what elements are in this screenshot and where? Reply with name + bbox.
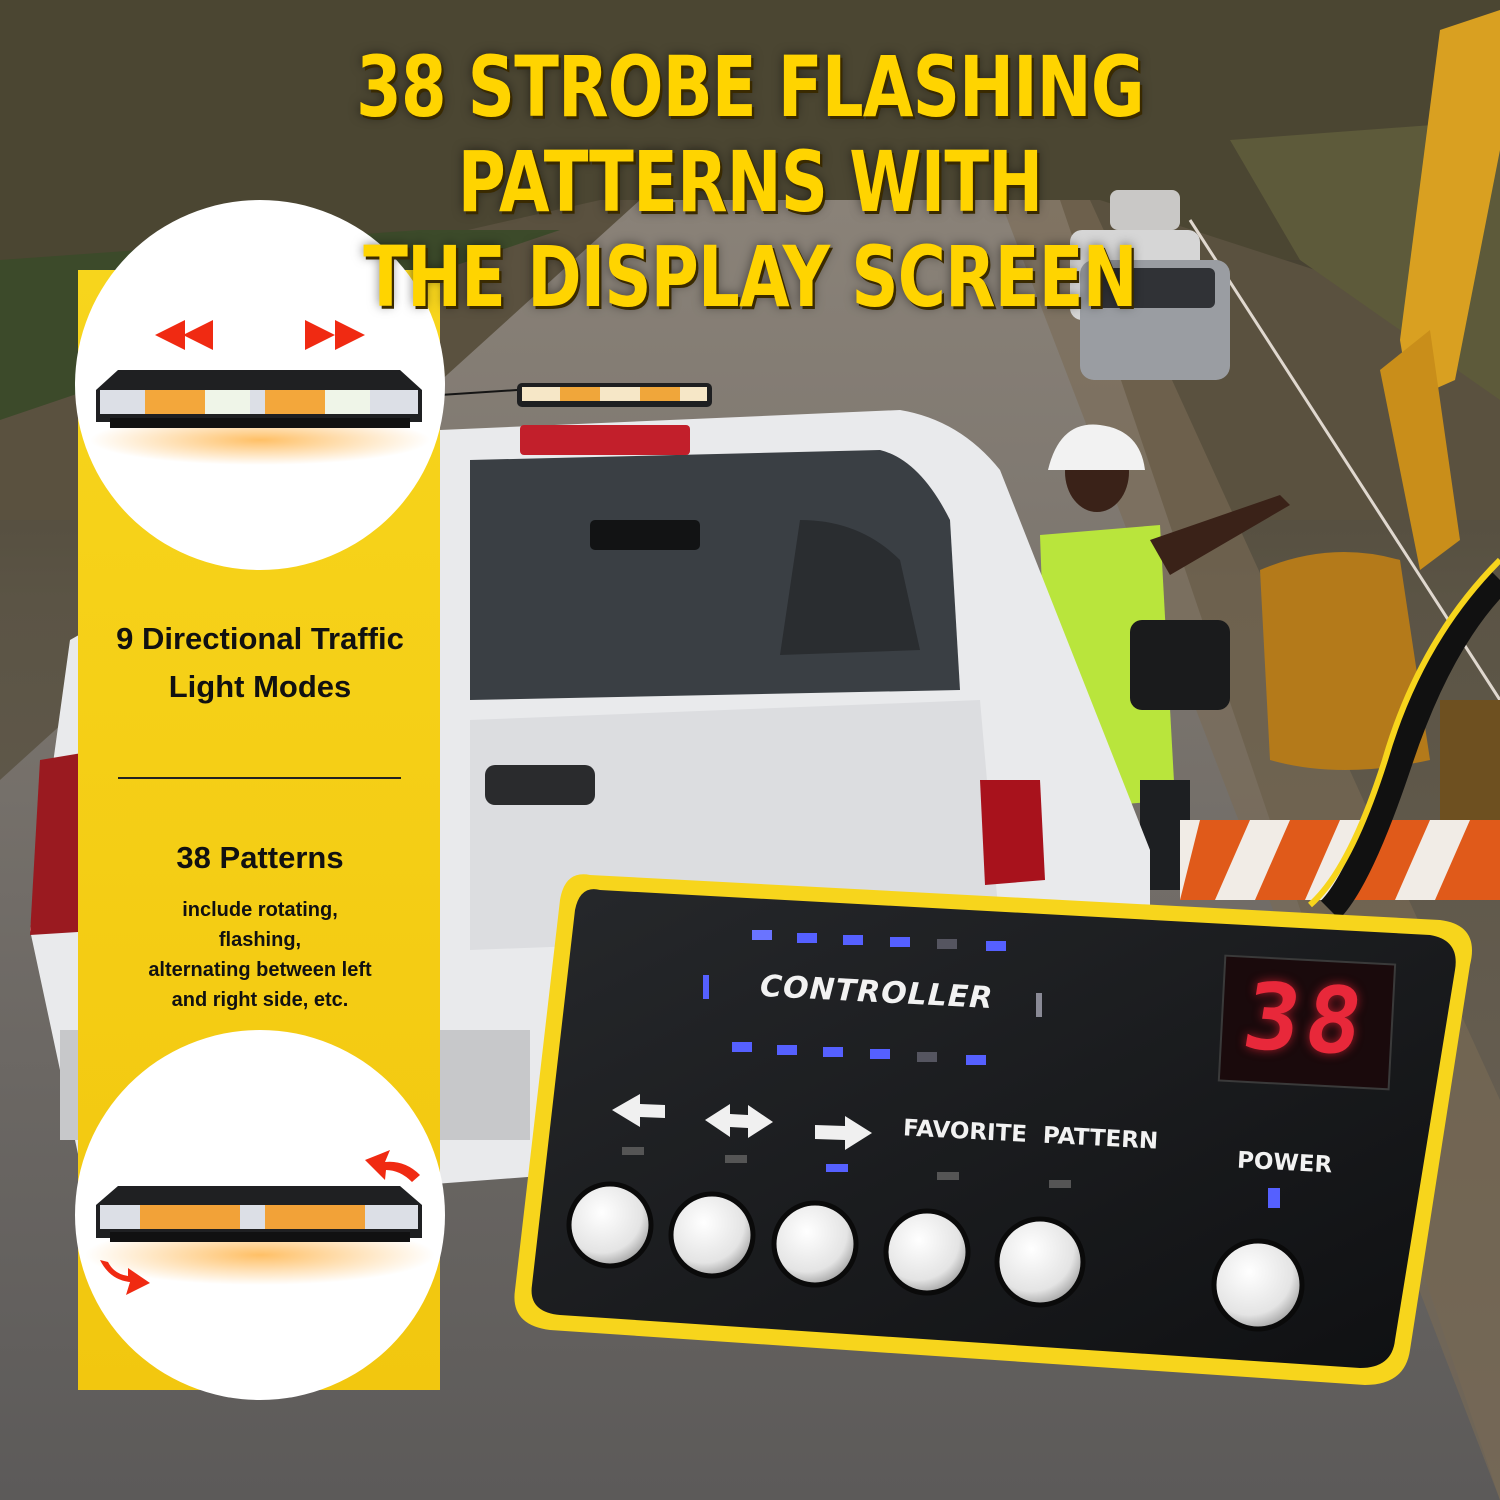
pattern-number-display: 38 [1236, 963, 1376, 1076]
patterns-desc-line-3: alternating between left [148, 959, 372, 981]
excavator [1260, 10, 1500, 830]
arrow-left-double-icon [155, 320, 213, 350]
power-label: POWER [1236, 1147, 1333, 1179]
bottom-lightbar-image [75, 1030, 445, 1400]
led-row-top [752, 930, 1006, 951]
patterns-description: include rotating, flashing, alternating … [80, 895, 440, 1015]
headline: 38 STROBE FLASHING PATTERNS WITH THE DIS… [165, 40, 1335, 325]
road-worker [1040, 424, 1290, 890]
power-button[interactable] [1211, 1238, 1305, 1332]
roof-light-bar [439, 383, 712, 407]
favorite-button-1[interactable] [883, 1208, 971, 1296]
right-arrow-button[interactable] [771, 1200, 859, 1288]
top-lightbar-image [75, 200, 445, 570]
left-arrow-button[interactable] [566, 1181, 654, 1269]
both-arrows-button[interactable] [668, 1191, 756, 1279]
button-indicators [622, 1147, 1280, 1208]
led-side-right [1036, 993, 1042, 1017]
curved-arrow-up-left-icon [365, 1150, 420, 1182]
arrow-right-double-icon [305, 320, 365, 350]
favorite-button-2[interactable] [994, 1216, 1086, 1308]
display-screen [1217, 954, 1397, 1091]
controller-cable [1320, 570, 1500, 920]
modes-line-2: Light Modes [168, 669, 352, 704]
modes-line-1: 9 Directional Traffic [116, 621, 404, 656]
led-row-bottom [732, 1042, 986, 1065]
headline-line-1: 38 STROBE FLASHING PATTERNS WITH [356, 38, 1145, 231]
arrow-right-icon [815, 1116, 872, 1150]
patterns-desc-line-1: include rotating, [182, 899, 338, 921]
arrow-left-icon [612, 1094, 665, 1127]
patterns-desc-line-4: and right side, etc. [171, 989, 349, 1011]
divider [118, 777, 401, 779]
patterns-title: 38 Patterns [176, 840, 344, 875]
distant-cars [1070, 190, 1230, 380]
arrow-both-icon [705, 1104, 773, 1138]
road-barrier [1180, 820, 1500, 900]
directional-modes-title: 9 Directional Traffic Light Modes [80, 615, 440, 711]
curved-arrow-right-icon [100, 1260, 150, 1295]
patterns-desc-line-2: flashing, [218, 929, 302, 951]
led-side-left [703, 975, 709, 999]
headline-line-2: THE DISPLAY SCREEN [363, 228, 1137, 326]
